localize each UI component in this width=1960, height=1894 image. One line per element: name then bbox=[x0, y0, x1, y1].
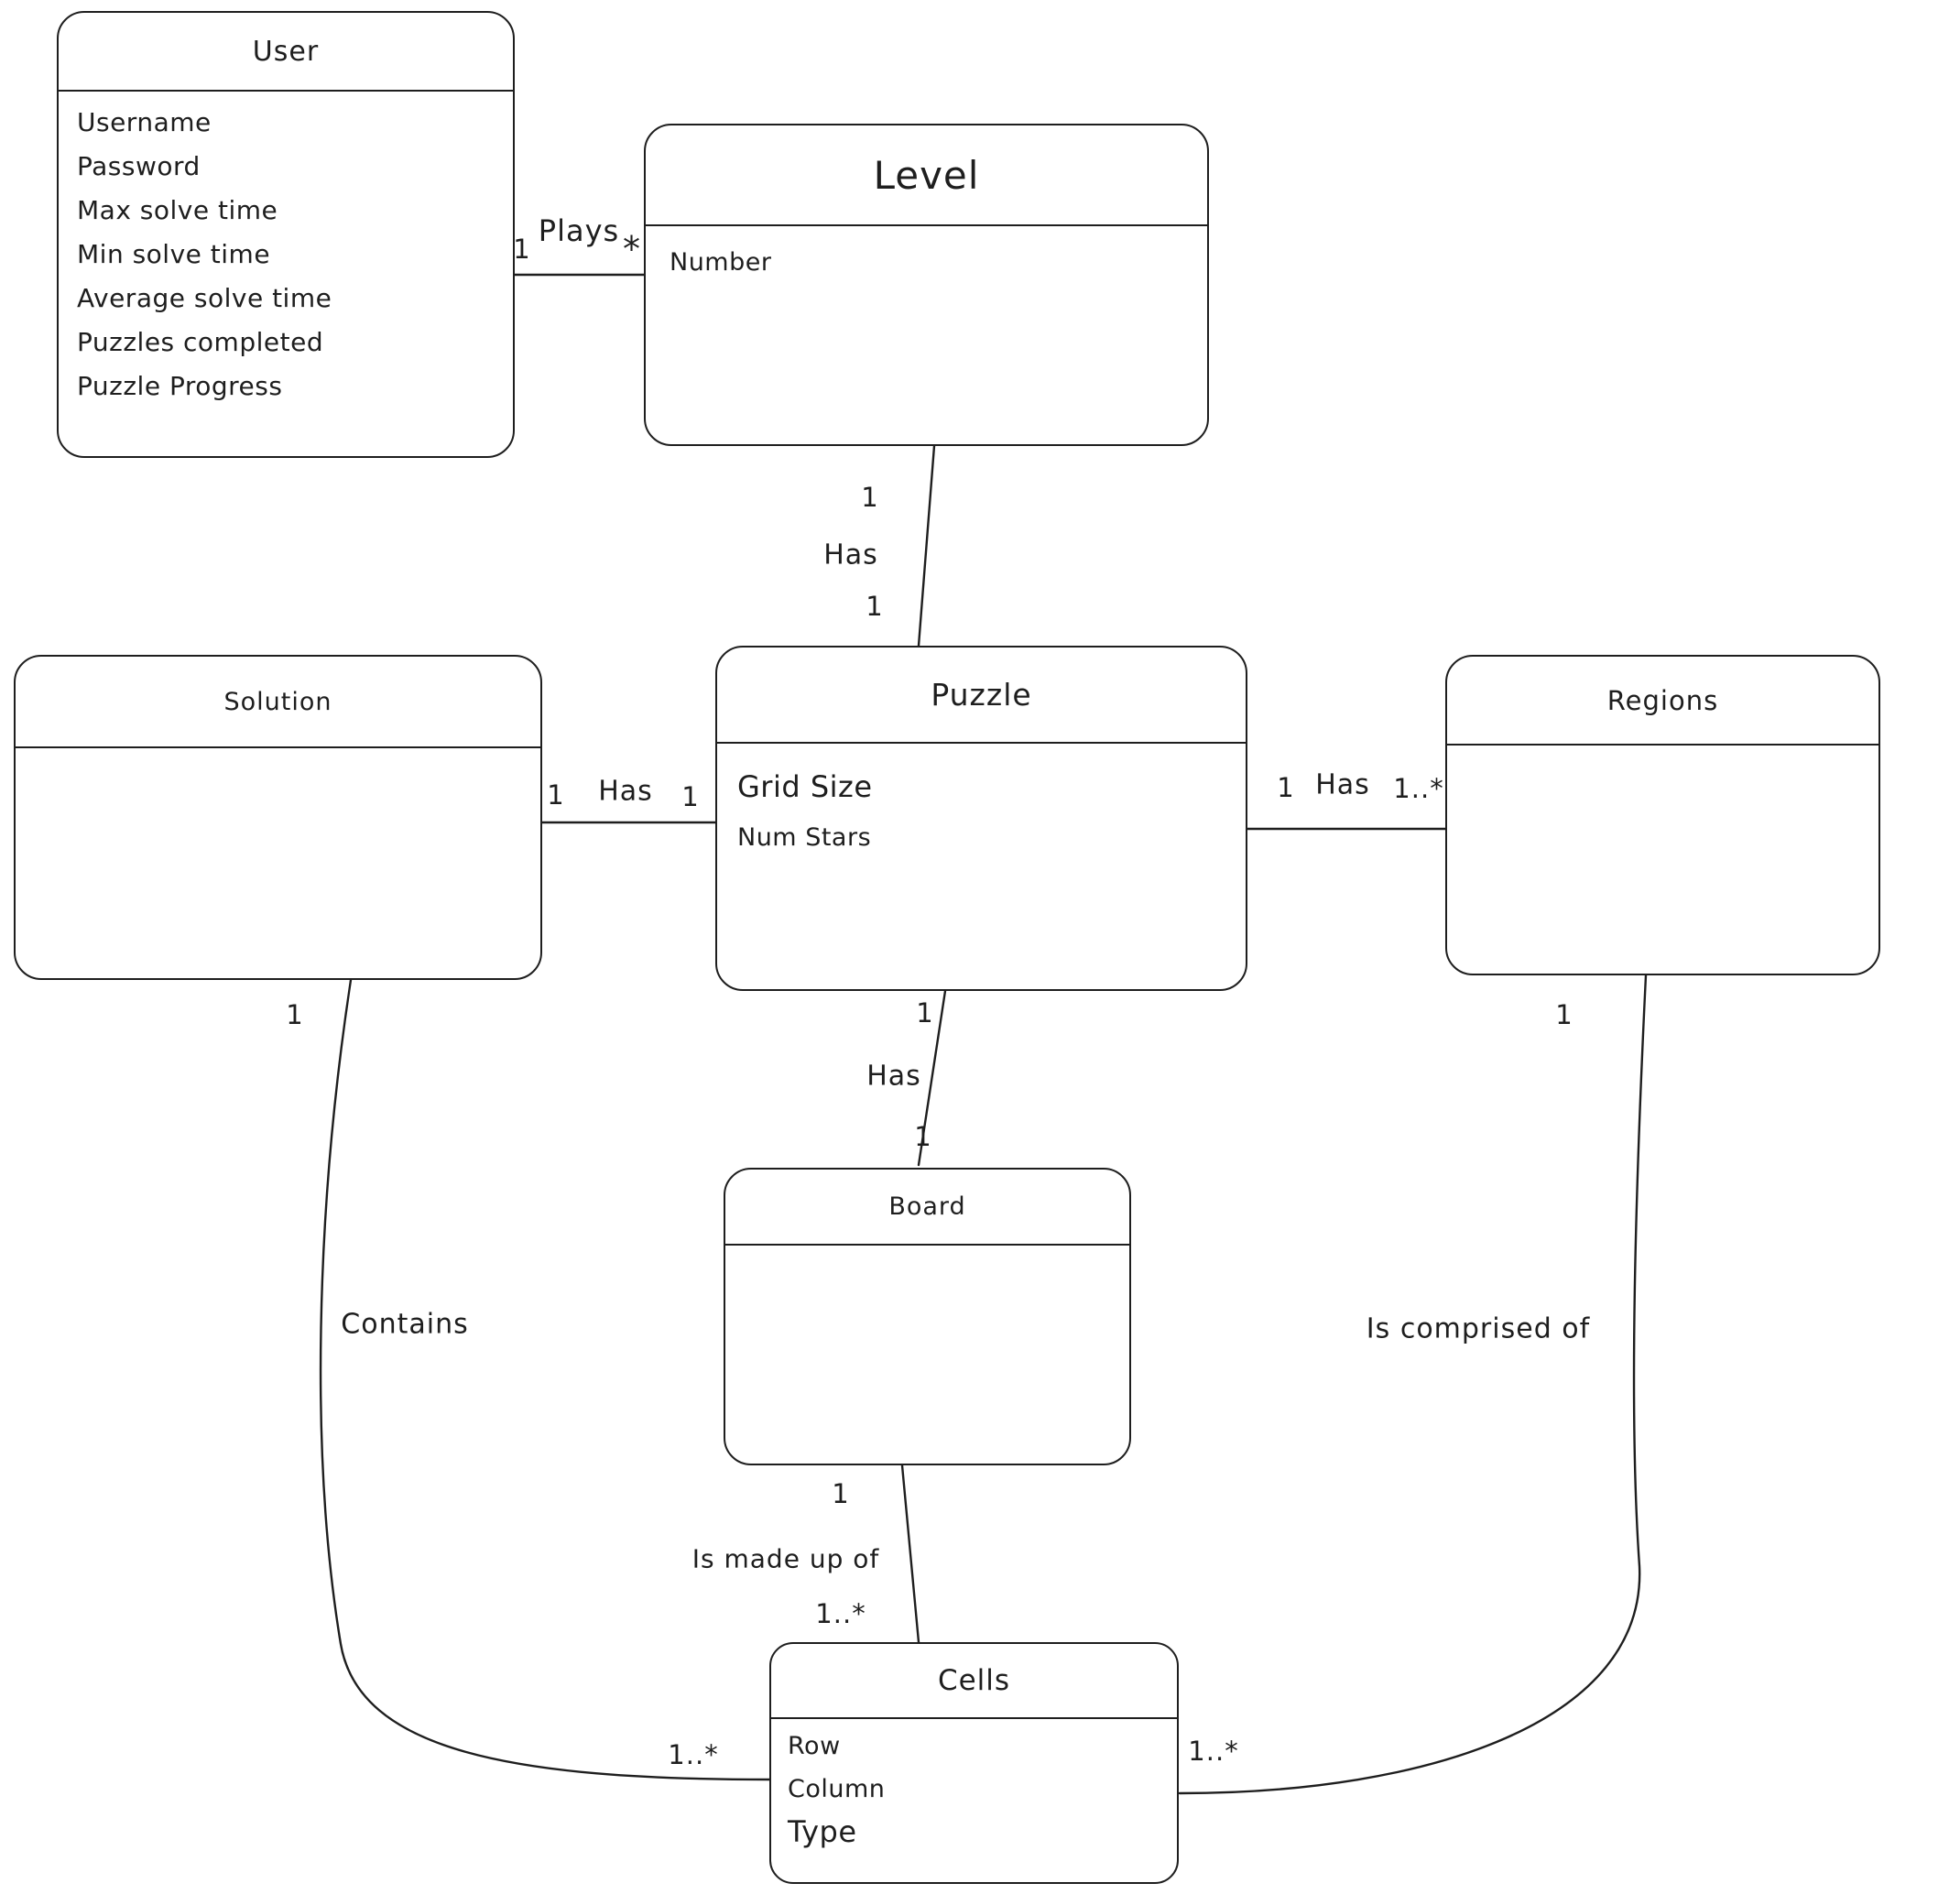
entity-solution[interactable]: Solution bbox=[14, 655, 542, 980]
attribute-row[interactable]: Grid Size bbox=[737, 769, 873, 804]
connector-level-puzzle[interactable] bbox=[917, 444, 936, 648]
multiplicity-label[interactable]: 1 bbox=[832, 1478, 850, 1509]
entity-body: Row Column Type bbox=[771, 1719, 1177, 1854]
attribute-row[interactable]: Num Stars bbox=[737, 823, 872, 852]
multiplicity-label[interactable]: 1 bbox=[513, 234, 531, 265]
multiplicity-label[interactable]: 1 bbox=[916, 997, 934, 1029]
entity-user[interactable]: User Username Password Max solve time Mi… bbox=[57, 11, 515, 458]
connector-solution-cells[interactable] bbox=[319, 978, 771, 1781]
entity-title: Puzzle bbox=[717, 648, 1246, 744]
entity-title: Cells bbox=[771, 1644, 1177, 1719]
attribute-row[interactable]: Password bbox=[77, 151, 201, 181]
attribute-row[interactable]: Column bbox=[788, 1775, 886, 1803]
relationship-label[interactable]: Has bbox=[866, 1060, 921, 1093]
multiplicity-label[interactable]: 1..* bbox=[1393, 773, 1444, 804]
entity-title: User bbox=[59, 13, 513, 92]
connector-regions-cells[interactable] bbox=[1178, 974, 1648, 1795]
multiplicity-label[interactable]: 1 bbox=[286, 999, 304, 1030]
relationship-label[interactable]: Plays bbox=[538, 213, 620, 248]
entity-board[interactable]: Board bbox=[724, 1168, 1131, 1465]
multiplicity-label[interactable]: * bbox=[623, 229, 641, 269]
multiplicity-label[interactable]: 1 bbox=[1277, 772, 1295, 803]
entity-body: Username Password Max solve time Min sol… bbox=[59, 92, 513, 408]
connector-board-cells[interactable] bbox=[900, 1464, 920, 1644]
entity-title: Level bbox=[646, 125, 1207, 226]
entity-title: Solution bbox=[16, 657, 540, 748]
entity-cells[interactable]: Cells Row Column Type bbox=[769, 1642, 1179, 1884]
multiplicity-label[interactable]: 1 bbox=[1555, 999, 1573, 1030]
multiplicity-label[interactable]: 1..* bbox=[815, 1598, 866, 1629]
attribute-row[interactable]: Row bbox=[788, 1732, 841, 1760]
multiplicity-label[interactable]: 1..* bbox=[668, 1739, 719, 1770]
multiplicity-label[interactable]: 1 bbox=[866, 591, 884, 622]
relationship-label[interactable]: Has bbox=[598, 775, 653, 808]
multiplicity-label[interactable]: 1 bbox=[681, 781, 700, 812]
entity-title: Board bbox=[725, 1170, 1129, 1246]
entity-puzzle[interactable]: Puzzle Grid Size Num Stars bbox=[715, 646, 1247, 991]
entity-title: Regions bbox=[1447, 657, 1878, 746]
relationship-label[interactable]: Contains bbox=[341, 1308, 469, 1341]
attribute-row[interactable]: Average solve time bbox=[77, 283, 332, 313]
attribute-row[interactable]: Puzzles completed bbox=[77, 327, 324, 357]
connector-puzzle-board[interactable] bbox=[917, 989, 947, 1167]
relationship-label[interactable]: Is comprised of bbox=[1366, 1312, 1591, 1345]
relationship-label[interactable]: Has bbox=[823, 539, 878, 571]
multiplicity-label[interactable]: 1 bbox=[914, 1121, 932, 1152]
multiplicity-label[interactable]: 1 bbox=[861, 482, 879, 513]
multiplicity-label[interactable]: 1..* bbox=[1188, 1736, 1239, 1767]
relationship-label[interactable]: Has bbox=[1315, 768, 1370, 801]
attribute-row[interactable]: Number bbox=[670, 248, 772, 277]
attribute-row[interactable]: Puzzle Progress bbox=[77, 371, 283, 401]
entity-body: Number bbox=[646, 226, 1207, 285]
attribute-row[interactable]: Username bbox=[77, 107, 212, 137]
attribute-row[interactable]: Type bbox=[788, 1814, 857, 1849]
entity-body: Grid Size Num Stars bbox=[717, 744, 1246, 863]
attribute-row[interactable]: Min solve time bbox=[77, 239, 271, 269]
entity-regions[interactable]: Regions bbox=[1445, 655, 1880, 975]
relationship-label[interactable]: Is made up of bbox=[691, 1543, 880, 1574]
entity-level[interactable]: Level Number bbox=[644, 124, 1209, 446]
multiplicity-label[interactable]: 1 bbox=[547, 779, 565, 811]
attribute-row[interactable]: Max solve time bbox=[77, 195, 278, 225]
